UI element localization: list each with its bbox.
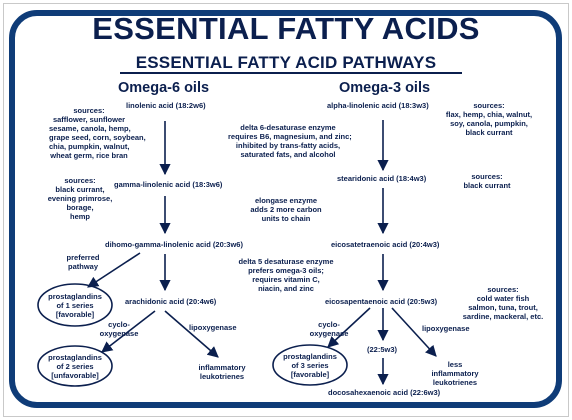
pg2-oval	[37, 345, 113, 387]
node-eicosatetraenoic-acid: eicosatetraenoic acid (20:4w3)	[331, 240, 440, 249]
node-less-inflammatory-leukotrienes: less inflammatory leukotrienes	[431, 360, 479, 387]
page-title: ESSENTIAL FATTY ACIDS	[92, 11, 480, 46]
sources-linoleic: sources: safflower, sunflower sesame, ca…	[49, 106, 146, 160]
arrow-epa-to-leuko3	[391, 307, 437, 357]
arrow-epa-to-pg3	[327, 307, 371, 348]
node-linoleic-acid: linolenic acid (18:2w6)	[126, 101, 206, 110]
label-lipoxygenase-6: lipoxygenase	[189, 323, 237, 332]
enzyme-delta-6-desaturase: delta 6-desaturase enzyme requires B6, m…	[228, 123, 352, 159]
node-dihomo-gamma-linolenic-acid: dihomo-gamma-linolenic acid (20:3w6)	[105, 240, 243, 249]
node-prostaglandins-3: prostaglandins of 3 series [favorable]	[283, 352, 337, 379]
subtitle-underline	[120, 72, 462, 74]
node-prostaglandins-1: prostaglandins of 1 series [favorable]	[48, 292, 102, 319]
label-lipoxygenase-3: lipoxygenase	[422, 324, 470, 333]
node-gamma-linolenic-acid: gamma-linolenic acid (18:3w6)	[114, 180, 223, 189]
node-docosahexaenoic-acid: docosahexaenoic acid (22:6w3)	[328, 388, 441, 397]
node-stearidonic-acid: stearidonic acid (18:4w3)	[337, 174, 427, 183]
sources-epa: sources: cold water fish salmon, tuna, t…	[462, 285, 544, 321]
arrow-dgla-to-pg1	[87, 252, 141, 288]
pg1-oval	[37, 283, 113, 327]
outer-frame	[3, 3, 569, 417]
node-arachidonic-acid: arachidonic acid (20:4w6)	[125, 297, 217, 306]
label-cyclooxygenase-6: cyclo- oxygenase	[99, 320, 139, 338]
enzyme-delta-5-desaturase: delta 5 desaturase enzyme prefers omega-…	[238, 257, 334, 293]
omega6-heading: Omega-6 oils	[118, 80, 210, 96]
omega3-heading: Omega-3 oils	[339, 80, 431, 96]
sources-sda: sources: black currant	[463, 172, 511, 190]
enzyme-elongase: elongase enzyme adds 2 more carbon units…	[250, 196, 322, 223]
node-inflammatory-leukotrienes: inflammatory leukotrienes	[198, 363, 246, 381]
pg3-oval	[272, 344, 348, 386]
label-preferred-pathway: preferred pathway	[66, 253, 100, 271]
label-cyclooxygenase-3: cyclo- oxygenase	[309, 320, 349, 338]
sources-gla: sources: black currant, evening primrose…	[47, 176, 113, 221]
diagram-subtitle: ESSENTIAL FATTY ACID PATHWAYS	[135, 53, 437, 72]
arrow-aa-to-pg2	[101, 310, 156, 353]
node-alpha-linolenic-acid: alpha-linolenic acid (18:3w3)	[327, 101, 429, 110]
arrow-aa-to-leuko6	[164, 310, 219, 358]
node-prostaglandins-2: prostaglandins of 2 series [unfavorable]	[48, 353, 102, 380]
node-eicosapentaenoic-acid: eicosapentaenoic acid (20:5w3)	[325, 297, 438, 306]
sources-ala: sources: flax, hemp, chia, walnut, soy, …	[445, 101, 533, 137]
node-22-5w3: (22:5w3)	[367, 345, 398, 354]
